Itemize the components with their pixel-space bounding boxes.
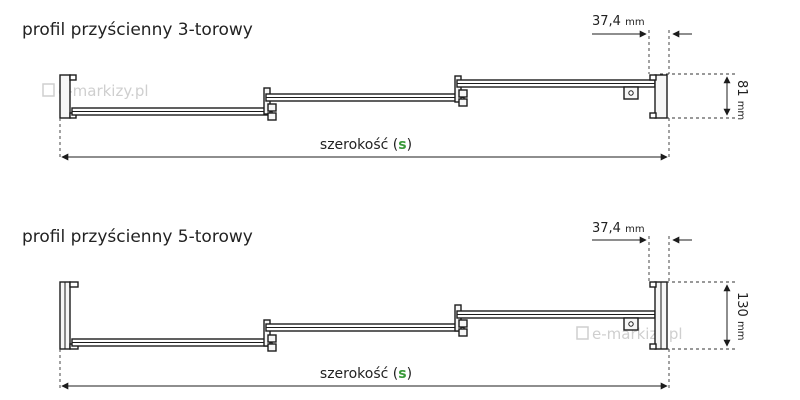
cap-lip <box>649 112 657 119</box>
rail-joint <box>267 334 277 343</box>
gap-dimension: 37,4 mm <box>592 221 692 282</box>
rail-joint <box>267 112 277 121</box>
watermark-logo-icon <box>42 83 55 97</box>
cap-lip <box>69 74 77 81</box>
diagram-3-track: profil przyścienny 3-torowy e-markizy.pl… <box>22 14 749 161</box>
watermark: e-markizy.pl <box>42 82 149 100</box>
height-value: 81 mm <box>734 80 749 120</box>
gap-value: 37,4 mm <box>592 221 645 236</box>
cap-lip <box>649 343 657 350</box>
rail-joint <box>267 103 277 112</box>
profile-drawing <box>59 74 668 121</box>
rail-joint <box>267 343 277 352</box>
height-dimension: 130 mm <box>660 281 749 350</box>
height-dimension: 81 mm <box>660 73 749 120</box>
cap-lip <box>69 281 79 288</box>
rail-joint <box>458 328 468 337</box>
watermark-logo-icon <box>576 326 589 340</box>
diagram-title: profil przyścienny 3-torowy <box>22 20 253 40</box>
right-end-cap <box>654 74 668 119</box>
cap-lip <box>649 281 657 288</box>
cap-lip <box>649 74 657 81</box>
height-value: 130 mm <box>734 292 749 340</box>
width-dimension: szerokość (s) <box>59 349 670 390</box>
rail-joint <box>458 319 468 328</box>
profile-drawing <box>59 281 668 352</box>
rail-joint <box>458 98 468 107</box>
watermark-text: e-markizy.pl <box>58 82 149 100</box>
rail-joint <box>263 319 271 347</box>
diagram-5-track: profil przyścienny 5-torowy 37,4 mm 130 … <box>22 221 749 390</box>
gap-value: 37,4 mm <box>592 14 645 29</box>
rail-joint <box>454 75 462 103</box>
width-label: szerokość (s) <box>320 366 412 382</box>
left-end-cap <box>59 74 71 119</box>
width-dimension: szerokość (s) <box>59 118 670 161</box>
width-label: szerokość (s) <box>320 137 412 153</box>
rail-joint <box>458 89 468 98</box>
gap-dimension: 37,4 mm <box>592 14 692 74</box>
diagram-title: profil przyścienny 5-torowy <box>22 227 253 247</box>
